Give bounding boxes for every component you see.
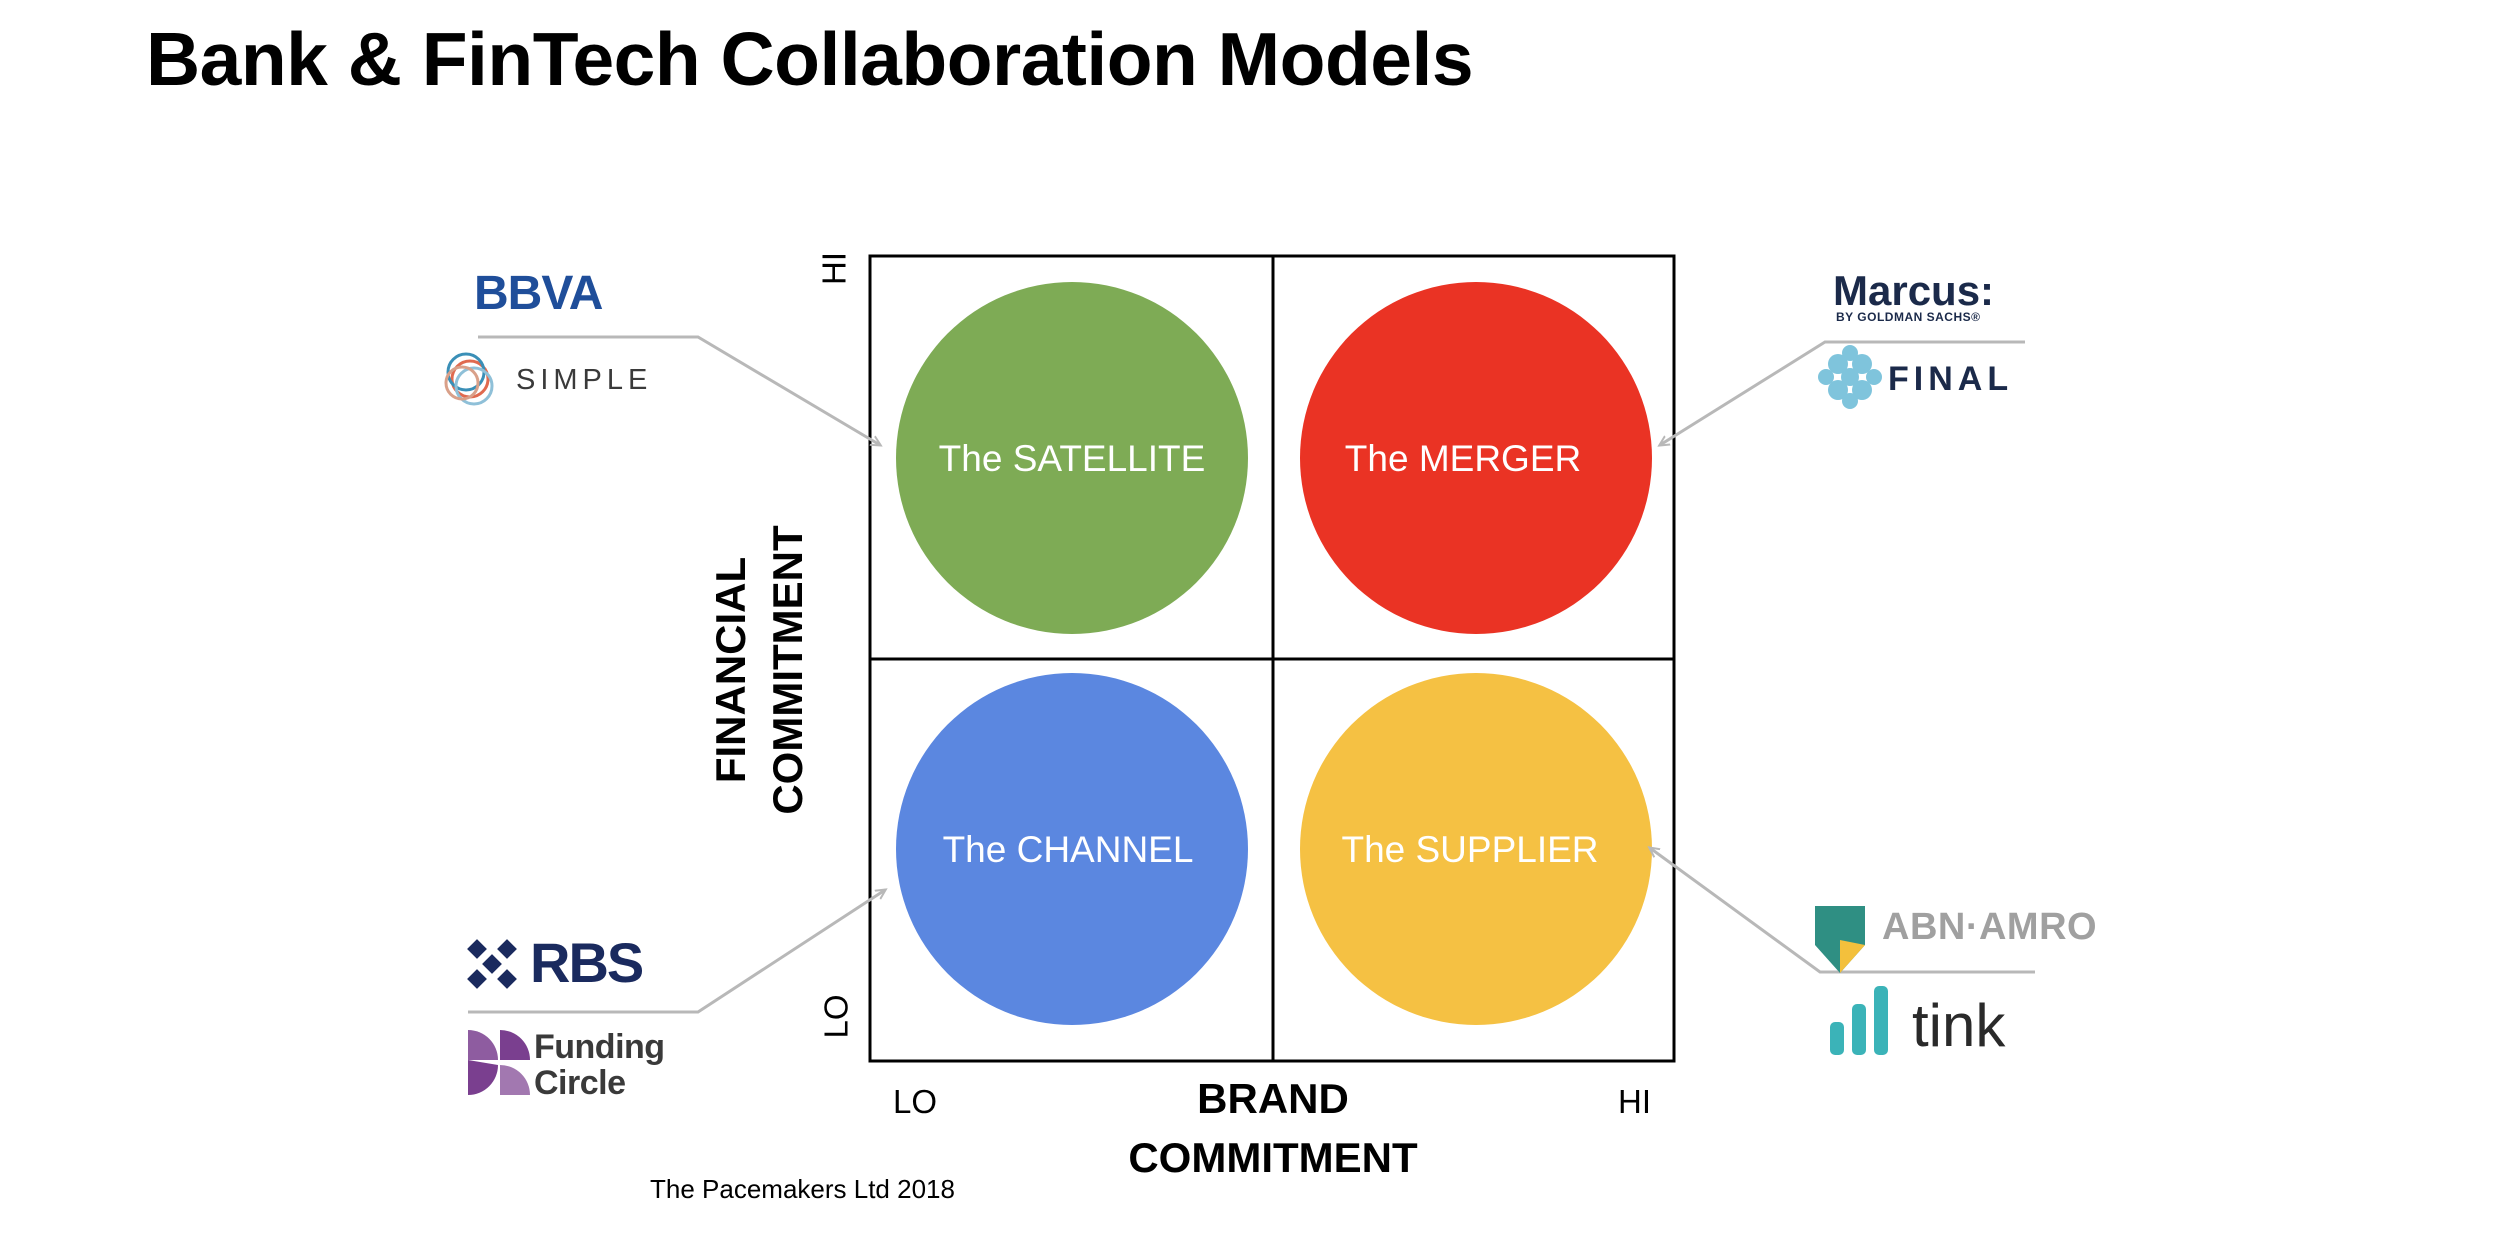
rbs-logo-text: RBS [530, 931, 644, 994]
y-axis-title-line1: FINANCIAL [707, 556, 754, 784]
y-axis-lo-tick: LO [817, 994, 855, 1039]
marcus-logo-subtext: BY GOLDMAN SACHS® [1836, 310, 1981, 324]
merger-circle [1300, 282, 1652, 634]
merger-label: The MERGER [1344, 438, 1582, 479]
satellite-connector [478, 335, 880, 445]
y-axis-title: FINANCIAL COMMITMENT [703, 510, 817, 830]
abn-amro-logo-icon [1815, 906, 1865, 973]
x-axis-lo-tick: LO [893, 1083, 938, 1120]
x-axis-hi-tick: HI [1618, 1083, 1651, 1120]
channel-connector [468, 890, 885, 1014]
rbs-logo-icon [467, 939, 517, 989]
bbva-logo-text: BBVA [474, 267, 603, 320]
credit-footer: The Pacemakers Ltd 2018 [650, 1174, 955, 1204]
y-axis-title-line2: COMMITMENT [763, 525, 811, 815]
funding-circle-line2: Circle [534, 1063, 626, 1102]
abn-amro-logo-text: ABN·AMRO [1882, 906, 2098, 948]
tink-logo-text: tink [1912, 992, 2006, 1059]
final-logo-icon [1818, 345, 1882, 409]
merger-connector [1660, 340, 2025, 445]
funding-circle-logo-text: Funding Circle [534, 1028, 665, 1102]
funding-circle-line1: Funding [534, 1028, 665, 1066]
channel-label: The CHANNEL [942, 829, 1194, 870]
x-axis-title-line1: BRAND [1197, 1075, 1349, 1122]
simple-logo-text: SIMPLE [516, 364, 653, 396]
supplier-circle [1300, 673, 1652, 1025]
simple-logo-icon [444, 352, 494, 406]
y-axis-hi-tick: HI [815, 252, 853, 285]
satellite-label: The SATELLITE [938, 438, 1206, 479]
final-logo-text: FINAL [1888, 360, 2014, 398]
x-axis-title: BRAND COMMITMENT [1073, 1070, 1473, 1188]
page-title: Bank & FinTech Collaboration Models [146, 17, 1474, 101]
tink-logo-icon [1830, 986, 1888, 1055]
funding-circle-logo-icon [468, 1030, 530, 1095]
supplier-connector [1650, 848, 2035, 974]
channel-circle [896, 673, 1248, 1025]
x-axis-title-line2: COMMITMENT [1128, 1133, 1418, 1181]
satellite-circle [896, 282, 1248, 634]
supplier-label: The SUPPLIER [1341, 829, 1599, 870]
marcus-logo-text: Marcus: [1833, 267, 1995, 314]
